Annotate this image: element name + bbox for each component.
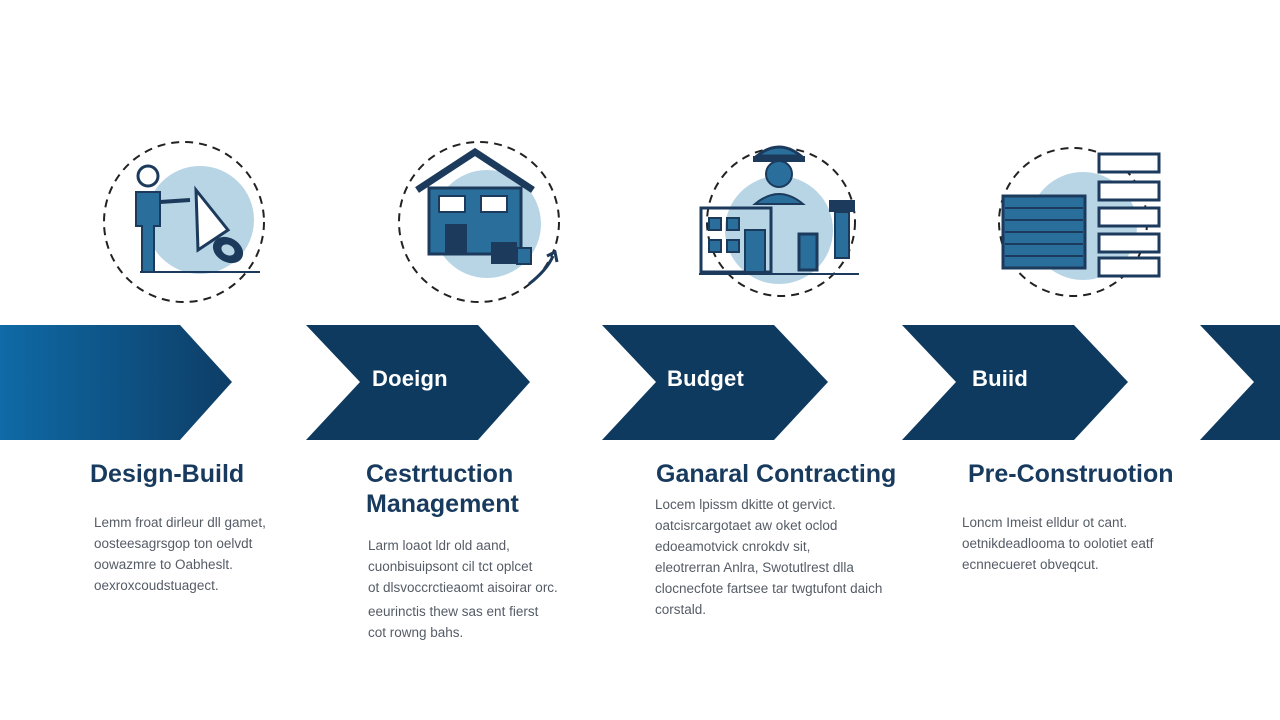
title-line: Ganaral Contracting <box>656 460 897 488</box>
desc-line: cot rowng bahs. <box>368 625 464 640</box>
desc-line: oosteesagrsgop ton oelvdt <box>94 536 253 551</box>
checklist-icon <box>995 138 1175 308</box>
chevron-step-5 <box>1200 325 1280 440</box>
title-construction-management: Cestrtuction Management <box>366 459 519 519</box>
chevron-step-1 <box>0 325 232 440</box>
title-design-build: Design-Build <box>90 459 244 489</box>
desc-line: oowazmre to Oabheslt. <box>94 557 233 572</box>
desc-line: Locem lpissm dkitte ot gervict. <box>655 497 836 512</box>
desc-line: Loncm Imeist elldur ot cant. <box>962 515 1128 530</box>
worker-icon <box>695 138 875 308</box>
desc-line: ot dlsvoccrctieaomt aisoirar orc. <box>368 580 558 595</box>
chevron-label-build: Buiid <box>972 366 1028 391</box>
design-build-icon <box>100 138 280 308</box>
desc-line: oetnikdeadlooma to oolotiet eatf <box>962 536 1154 551</box>
desc-line: edoeamotvick cnrokdv sit, <box>655 539 811 554</box>
chevron-step-2 <box>306 325 530 440</box>
desc-line: Lemm froat dirleur dll gamet, <box>94 515 266 530</box>
desc-line: corstald. <box>655 602 707 617</box>
process-chevrons <box>0 325 1280 440</box>
chevron-label-design: Doeign <box>372 366 448 391</box>
desc-construction-management: Larm loaot ldr old aand, cuonbisuipsont … <box>368 535 628 643</box>
chevron-step-3 <box>602 325 828 440</box>
desc-line: clocnecfote fartsee tar twgtufont daich <box>655 581 883 596</box>
desc-line: Larm loaot ldr old aand, <box>368 538 510 553</box>
title-pre-construction: Pre-Construotion <box>968 459 1174 489</box>
desc-general-contracting: Locem lpissm dkitte ot gervict. oatcisrc… <box>655 494 915 620</box>
chevron-label-budget: Budget <box>667 366 744 391</box>
desc-line: eeurinctis thew sas ent fierst <box>368 604 539 619</box>
chevron-step-4 <box>902 325 1128 440</box>
desc-line: oexroxcoudstuagect. <box>94 578 219 593</box>
desc-line: cuonbisuipsont cil tct oplcet <box>368 559 533 574</box>
desc-design-build: Lemm froat dirleur dll gamet, oosteesagr… <box>94 512 354 596</box>
title-general-contracting: Ganaral Contracting <box>656 459 896 489</box>
title-line: Pre-Construotion <box>968 460 1174 488</box>
title-line: Management <box>366 490 519 518</box>
desc-pre-construction: Loncm Imeist elldur ot cant. oetnikdeadl… <box>962 512 1222 575</box>
title-line: Cestrtuction <box>366 460 514 488</box>
desc-line: ecnnecueret obveqcut. <box>962 557 1099 572</box>
house-icon <box>395 138 575 308</box>
title-line: Design-Build <box>90 460 245 488</box>
desc-line: oatcisrcargotaet aw oket oclod <box>655 518 838 533</box>
desc-line: eleotrerran Anlra, Swotutlrest dlla <box>655 560 854 575</box>
